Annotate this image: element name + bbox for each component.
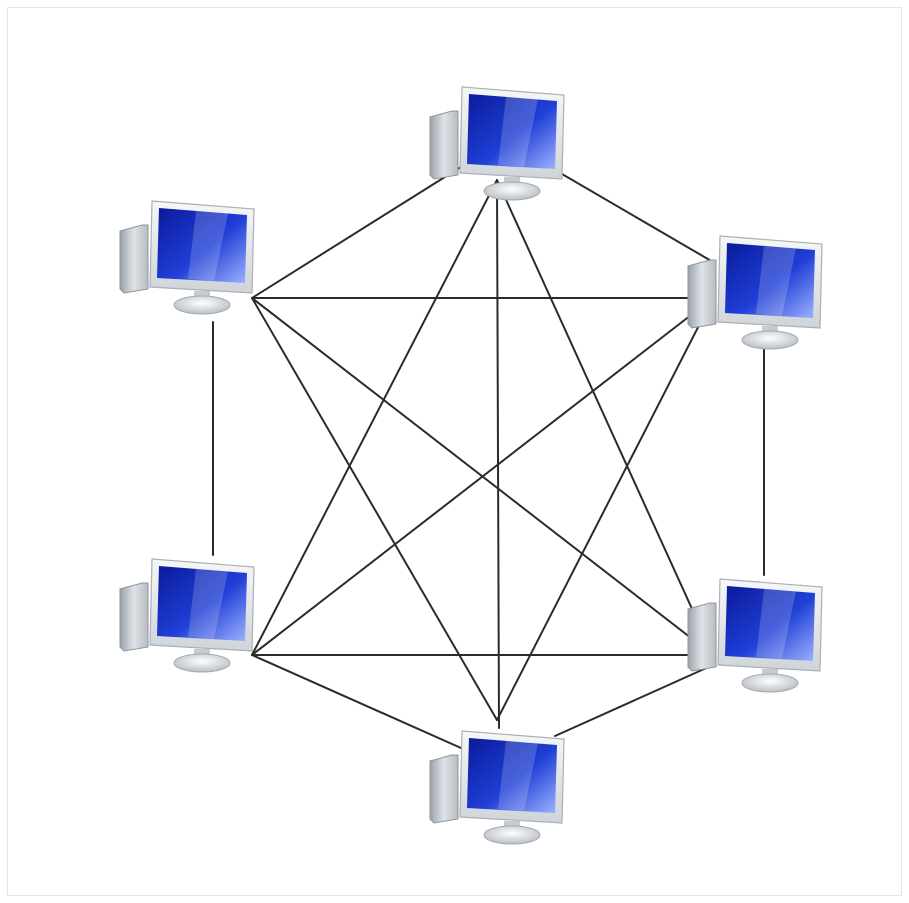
- computer-icon-top: [430, 87, 564, 200]
- link-top-to-lower-left: [252, 180, 497, 655]
- link-upper-left-to-top: [252, 160, 472, 298]
- link-lower-right-to-bottom: [555, 665, 713, 736]
- computer-icon-lower-left: [120, 559, 254, 672]
- links-layer: [213, 160, 764, 752]
- computer-icon-upper-right: [688, 236, 822, 349]
- link-upper-right-to-bottom: [497, 298, 713, 720]
- link-top-to-upper-right: [538, 160, 713, 262]
- link-top-to-lower-right: [497, 180, 713, 655]
- nodes-layer: [120, 87, 822, 844]
- computer-icon-bottom: [430, 731, 564, 844]
- link-top-to-bottom: [497, 185, 499, 728]
- link-lower-left-to-bottom: [252, 655, 470, 752]
- computer-icon-lower-right: [688, 579, 822, 692]
- link-upper-left-to-bottom: [252, 298, 497, 720]
- computer-icon-upper-left: [120, 201, 254, 314]
